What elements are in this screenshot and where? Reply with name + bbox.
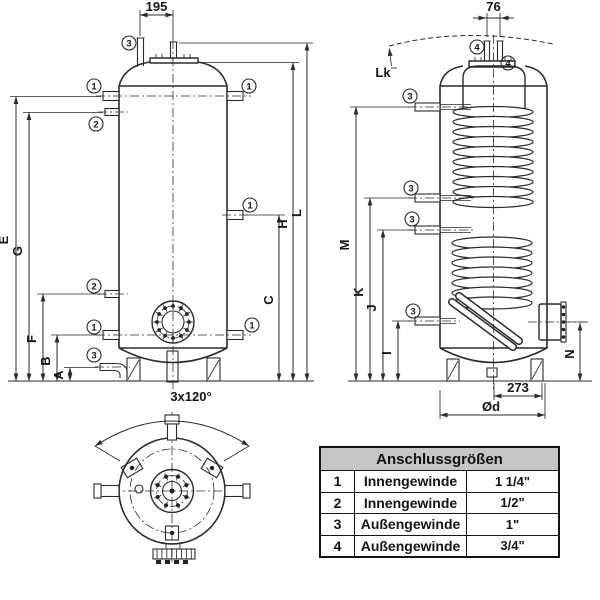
dim-label-A: A xyxy=(51,370,66,380)
svg-text:1: 1 xyxy=(91,81,97,92)
top-view-pipes xyxy=(93,414,251,499)
svg-text:3: 3 xyxy=(126,38,131,49)
table-cell-type: Außengewinde xyxy=(354,514,466,535)
table-row: 3 Außengewinde 1" xyxy=(321,513,558,535)
foot-angle-dimension: 3x120° xyxy=(94,389,250,462)
connection-marker: 2 xyxy=(88,116,104,132)
dim-label-M: M xyxy=(337,240,352,251)
inner-tank-neck xyxy=(462,65,526,114)
connection-marker: 1 xyxy=(86,78,102,94)
side-top-pipe-right xyxy=(496,40,504,61)
dim-label-H: H xyxy=(275,219,290,228)
table-cell-num: 4 xyxy=(333,537,342,554)
dim-label-195: 195 xyxy=(146,0,168,14)
tilt-dimension: Lk xyxy=(375,34,554,80)
svg-text:1: 1 xyxy=(246,81,252,92)
dim-label-76: 76 xyxy=(486,0,500,14)
table-cell-type: Innengewinde xyxy=(354,471,466,492)
table-row: 1 Innengewinde 1 1/4" xyxy=(321,471,558,492)
connection-marker: 4 xyxy=(500,55,516,71)
front-elbow-pipe xyxy=(99,362,128,378)
dim-label-273: 273 xyxy=(507,380,529,395)
dim-label-N: N xyxy=(562,349,577,358)
table-cell-num: 3 xyxy=(333,516,342,533)
svg-text:1: 1 xyxy=(249,320,255,331)
top-view-feet xyxy=(120,457,224,541)
connection-marker: 3 xyxy=(121,35,137,51)
front-top-pipe-left xyxy=(136,37,145,67)
connection-marker: 4 xyxy=(469,39,485,55)
svg-text:3: 3 xyxy=(408,183,413,194)
connection-marker: 1 xyxy=(241,78,257,94)
front-top-pipe-center xyxy=(169,41,178,58)
svg-text:1: 1 xyxy=(247,200,253,211)
lower-heat-exchanger-coil xyxy=(451,236,533,310)
table-cell-type: Außengewinde xyxy=(354,535,466,556)
dim-label-C: C xyxy=(261,295,276,305)
dim-label-Lk: Lk xyxy=(375,65,391,80)
connection-marker: 1 xyxy=(86,319,102,335)
top-view: 3x120° xyxy=(93,389,251,564)
connection-marker: 3 xyxy=(402,88,418,104)
dim-label-B: B xyxy=(38,356,53,365)
connection-marker: 1 xyxy=(244,317,260,333)
svg-text:1: 1 xyxy=(91,322,97,333)
svg-text:3: 3 xyxy=(407,91,412,102)
dim-label-G: G xyxy=(10,246,25,256)
front-feet xyxy=(126,350,221,383)
front-lid-plate xyxy=(149,57,199,64)
coil-end-tubes xyxy=(448,292,523,351)
table-cell-num: 2 xyxy=(333,494,342,511)
front-view-dimensions: 195 E G F B A L H C xyxy=(0,0,314,382)
top-view-flange xyxy=(149,468,195,514)
dim-label-L: L xyxy=(289,209,304,217)
front-view-tank xyxy=(95,37,251,390)
table-cell-num: 1 xyxy=(333,473,342,490)
svg-text:2: 2 xyxy=(93,119,98,130)
svg-text:3: 3 xyxy=(409,214,414,225)
side-top-pipe-left xyxy=(483,40,491,61)
table-cell-size: 1" xyxy=(466,514,558,535)
dim-label-I: I xyxy=(379,351,394,355)
side-connection-markers: 4 4 3 3 3 3 xyxy=(402,39,516,319)
svg-text:2: 2 xyxy=(91,281,96,292)
table-cell-size: 1/2" xyxy=(466,492,558,513)
connection-marker: 2 xyxy=(86,278,102,294)
table-cell-size: 3/4" xyxy=(466,535,558,556)
connection-marker: 3 xyxy=(405,303,421,319)
table-row: 2 Innengewinde 1/2" xyxy=(321,491,558,513)
table-cell-type: Innengewinde xyxy=(354,492,466,513)
upper-heat-exchanger-coil xyxy=(452,105,534,209)
front-drain-fitting xyxy=(166,350,179,383)
table-row: 4 Außengewinde 3/4" xyxy=(321,534,558,556)
connection-marker: 3 xyxy=(86,347,102,363)
svg-text:3: 3 xyxy=(410,306,415,317)
table-cell-size: 1 1/4" xyxy=(466,471,558,492)
front-connection-markers: 3 1 2 1 2 1 3 1 1 xyxy=(86,35,260,363)
svg-text:3: 3 xyxy=(91,350,96,361)
svg-text:4: 4 xyxy=(474,42,480,53)
side-view-tank: Lk xyxy=(375,34,588,390)
dim-label-angle: 3x120° xyxy=(170,389,211,404)
dim-label-J: J xyxy=(364,304,379,311)
top-view-bottom-flange xyxy=(152,544,196,564)
connection-marker: 3 xyxy=(403,180,419,196)
connection-size-table: Anschlussgrößen 1 Innengewinde 1 1/4" 2 … xyxy=(319,446,560,558)
table-title: Anschlussgrößen xyxy=(321,448,558,471)
side-view-dimensions: 76 M K J I N 273 Ød xyxy=(337,0,592,419)
svg-text:4: 4 xyxy=(505,58,511,69)
dim-label-E: E xyxy=(0,235,11,244)
dim-label-diameter: Ød xyxy=(482,399,500,414)
connection-marker: 1 xyxy=(242,197,258,213)
connection-marker: 3 xyxy=(404,211,420,227)
side-drain-fitting xyxy=(486,367,498,378)
dim-label-F: F xyxy=(24,335,39,343)
dim-label-K: K xyxy=(351,287,366,297)
